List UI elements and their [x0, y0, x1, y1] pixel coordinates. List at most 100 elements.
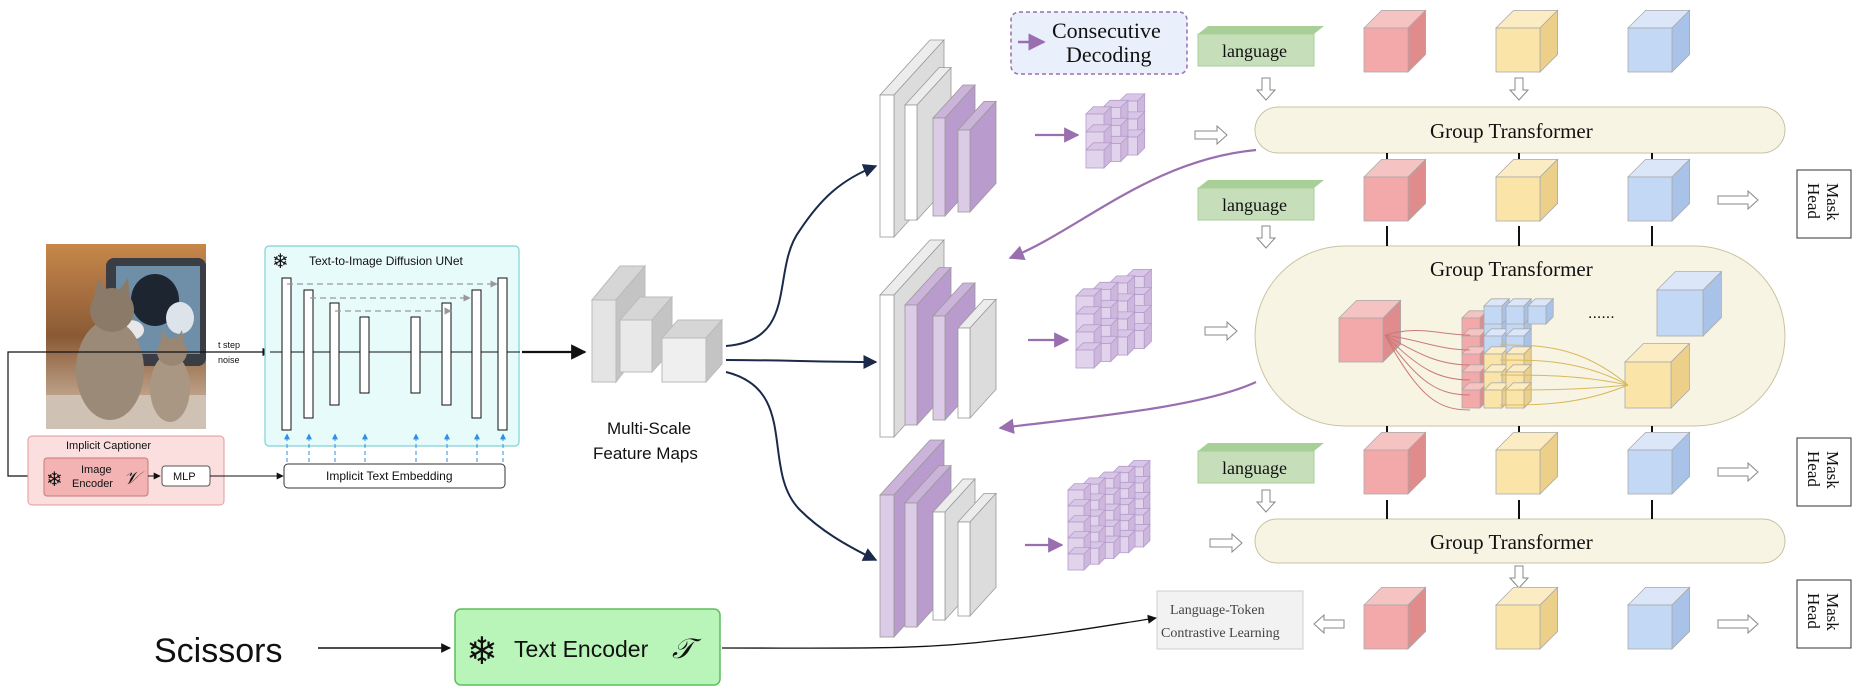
- image-encoder-line1: Image: [81, 464, 112, 476]
- query-cube-blue-row4-front: [1627, 604, 1673, 650]
- hollow-arrow-mask1: [1717, 189, 1759, 211]
- mask-head-1-line1: Mask: [1823, 183, 1842, 221]
- stack3-slab-2-front: [904, 502, 918, 628]
- attn-token-5-front: [1461, 389, 1481, 409]
- unet-bar-3: [329, 302, 340, 406]
- text-encoder-snowflake-icon: ❄: [466, 631, 498, 673]
- stack-to-grid-arrows: [1025, 127, 1080, 553]
- hollow-arrow-contrastive: [1313, 613, 1345, 635]
- unet-bar-6: [441, 302, 452, 406]
- attention-detail: [1338, 270, 1723, 411]
- mask-head-3-line2: Head: [1804, 593, 1823, 629]
- grid2-cube-16-front: [1075, 349, 1095, 369]
- decoding-feedback-arrows: [998, 148, 1257, 434]
- query-cube-yellow-row4-front: [1495, 604, 1541, 650]
- decoder-stack-3: [879, 438, 997, 639]
- stack1-slab-4-front: [957, 129, 971, 213]
- input-photo: [46, 244, 206, 429]
- unet-bar-5: [410, 316, 421, 394]
- hollow-arrow-mask3: [1717, 613, 1759, 635]
- consecutive-decoding-line2: Decoding: [1066, 42, 1152, 67]
- unet-bars: [281, 277, 508, 431]
- group-transformer-1-label: Group Transformer: [1430, 119, 1593, 143]
- feature-maps-line2: Feature Maps: [593, 444, 698, 463]
- attn-line-red-6: [1384, 334, 1471, 411]
- text-encoder-label: Text Encoder: [514, 636, 649, 662]
- attn-line-red-1: [1384, 330, 1471, 336]
- query-cube-blue-row1-front: [1627, 27, 1673, 73]
- unet-bar-4: [359, 316, 370, 394]
- hollow-arrow-lang1: [1255, 77, 1277, 101]
- stack1-slab-1-front: [879, 94, 895, 238]
- unet-bar-1: [281, 277, 292, 431]
- group-transformer-1: Group Transformer: [1254, 106, 1786, 154]
- attn-line-red-5: [1384, 334, 1471, 396]
- attention-lines: [1384, 330, 1629, 411]
- token-grid-3: [1067, 459, 1151, 571]
- attn-line-yellow-2: [1499, 359, 1629, 386]
- group-transformer-3: Group Transformer: [1254, 518, 1786, 564]
- stack2-slab-2-front: [904, 304, 918, 426]
- attn-line-yellow-5: [1499, 384, 1629, 406]
- noise-label: noise: [218, 355, 240, 365]
- captioner-title: Implicit Captioner: [66, 440, 151, 452]
- group-transformer-2-label: Group Transformer: [1430, 257, 1593, 281]
- mask-head-3: Mask Head: [1796, 579, 1852, 649]
- snowflake-icon: ❄: [272, 251, 289, 273]
- hollow-arrow-grid3: [1209, 532, 1243, 554]
- unet-bar-8: [497, 277, 508, 431]
- attn-line-yellow-4: [1499, 384, 1629, 391]
- query-cube-blue-row3-front: [1627, 449, 1673, 495]
- scissors-label: Scissors: [154, 632, 282, 670]
- grid3-cube-25-front: [1067, 553, 1085, 571]
- attn-red-cube-front: [1338, 317, 1384, 363]
- mask-head-2-line1: Mask: [1823, 451, 1842, 489]
- hollow-arrow-lang2: [1255, 225, 1277, 249]
- implicit-text-embedding: Implicit Text Embedding: [283, 463, 506, 489]
- attn-line-yellow-1: [1499, 344, 1629, 386]
- language-tag-2: language: [1197, 180, 1324, 221]
- implicit-captioner: Implicit Captioner ❄ Image Encoder 𝒱 MLP: [27, 435, 284, 506]
- token-grid-1: [1085, 92, 1146, 169]
- language-tag-3: language: [1197, 443, 1324, 484]
- image-encoder-line2: Encoder: [72, 478, 113, 490]
- feature-maps-block: Multi-Scale Feature Maps: [590, 264, 724, 463]
- attn-token-top-3-front: [1527, 305, 1547, 325]
- attn-line-yellow-3: [1499, 374, 1629, 386]
- attn-blue-cube-front: [1656, 289, 1704, 337]
- mask-head-1-line2: Head: [1804, 183, 1823, 219]
- feature-to-decoder-curves: [725, 164, 878, 561]
- hollow-arrow-mask2: [1717, 461, 1759, 483]
- attn-line-red-2: [1384, 334, 1471, 351]
- unet-panel: ❄ Text-to-Image Diffusion UNet t step no…: [218, 245, 520, 462]
- query-cube-yellow-row3-front: [1495, 449, 1541, 495]
- implicit-text-embedding-label: Implicit Text Embedding: [326, 469, 453, 483]
- ellipsis: ......: [1588, 305, 1615, 322]
- stack3-slab-1-front: [879, 494, 895, 638]
- attn-yellow-cube-front: [1624, 361, 1672, 409]
- hollow-arrow-grid2: [1204, 320, 1238, 342]
- stack2-slab-1-front: [879, 294, 895, 438]
- attn-token-10-front: [1483, 389, 1503, 409]
- language-tag-1-label: language: [1222, 41, 1287, 61]
- grid1-cube-9-front: [1085, 149, 1105, 169]
- attn-token-top-1-front: [1483, 305, 1503, 325]
- mask-head-3-line1: Mask: [1823, 593, 1842, 631]
- token-grid-2: [1075, 268, 1153, 369]
- stack1-slab-3-front: [932, 117, 946, 217]
- attn-token-top-2-front: [1505, 305, 1525, 325]
- query-cube-red-row3-front: [1363, 449, 1409, 495]
- language-tag-2-label: language: [1222, 195, 1287, 215]
- language-tag-1: language: [1197, 26, 1324, 67]
- unet-embed-arrows: [284, 433, 506, 462]
- stack2-slab-4-front: [957, 327, 971, 419]
- mask-head-2-line2: Head: [1804, 451, 1823, 487]
- unet-skip-arrows: [287, 280, 498, 315]
- stack3-slab-3-front: [932, 511, 946, 621]
- left-connector-lines: [7, 347, 271, 477]
- mask-head-1: Mask Head: [1796, 169, 1852, 239]
- query-cube-red-row1-front: [1363, 27, 1409, 73]
- feature-maps-line1: Multi-Scale: [607, 419, 691, 438]
- attn-line-red-4: [1384, 334, 1471, 381]
- language-tag-3-label: language: [1222, 458, 1287, 478]
